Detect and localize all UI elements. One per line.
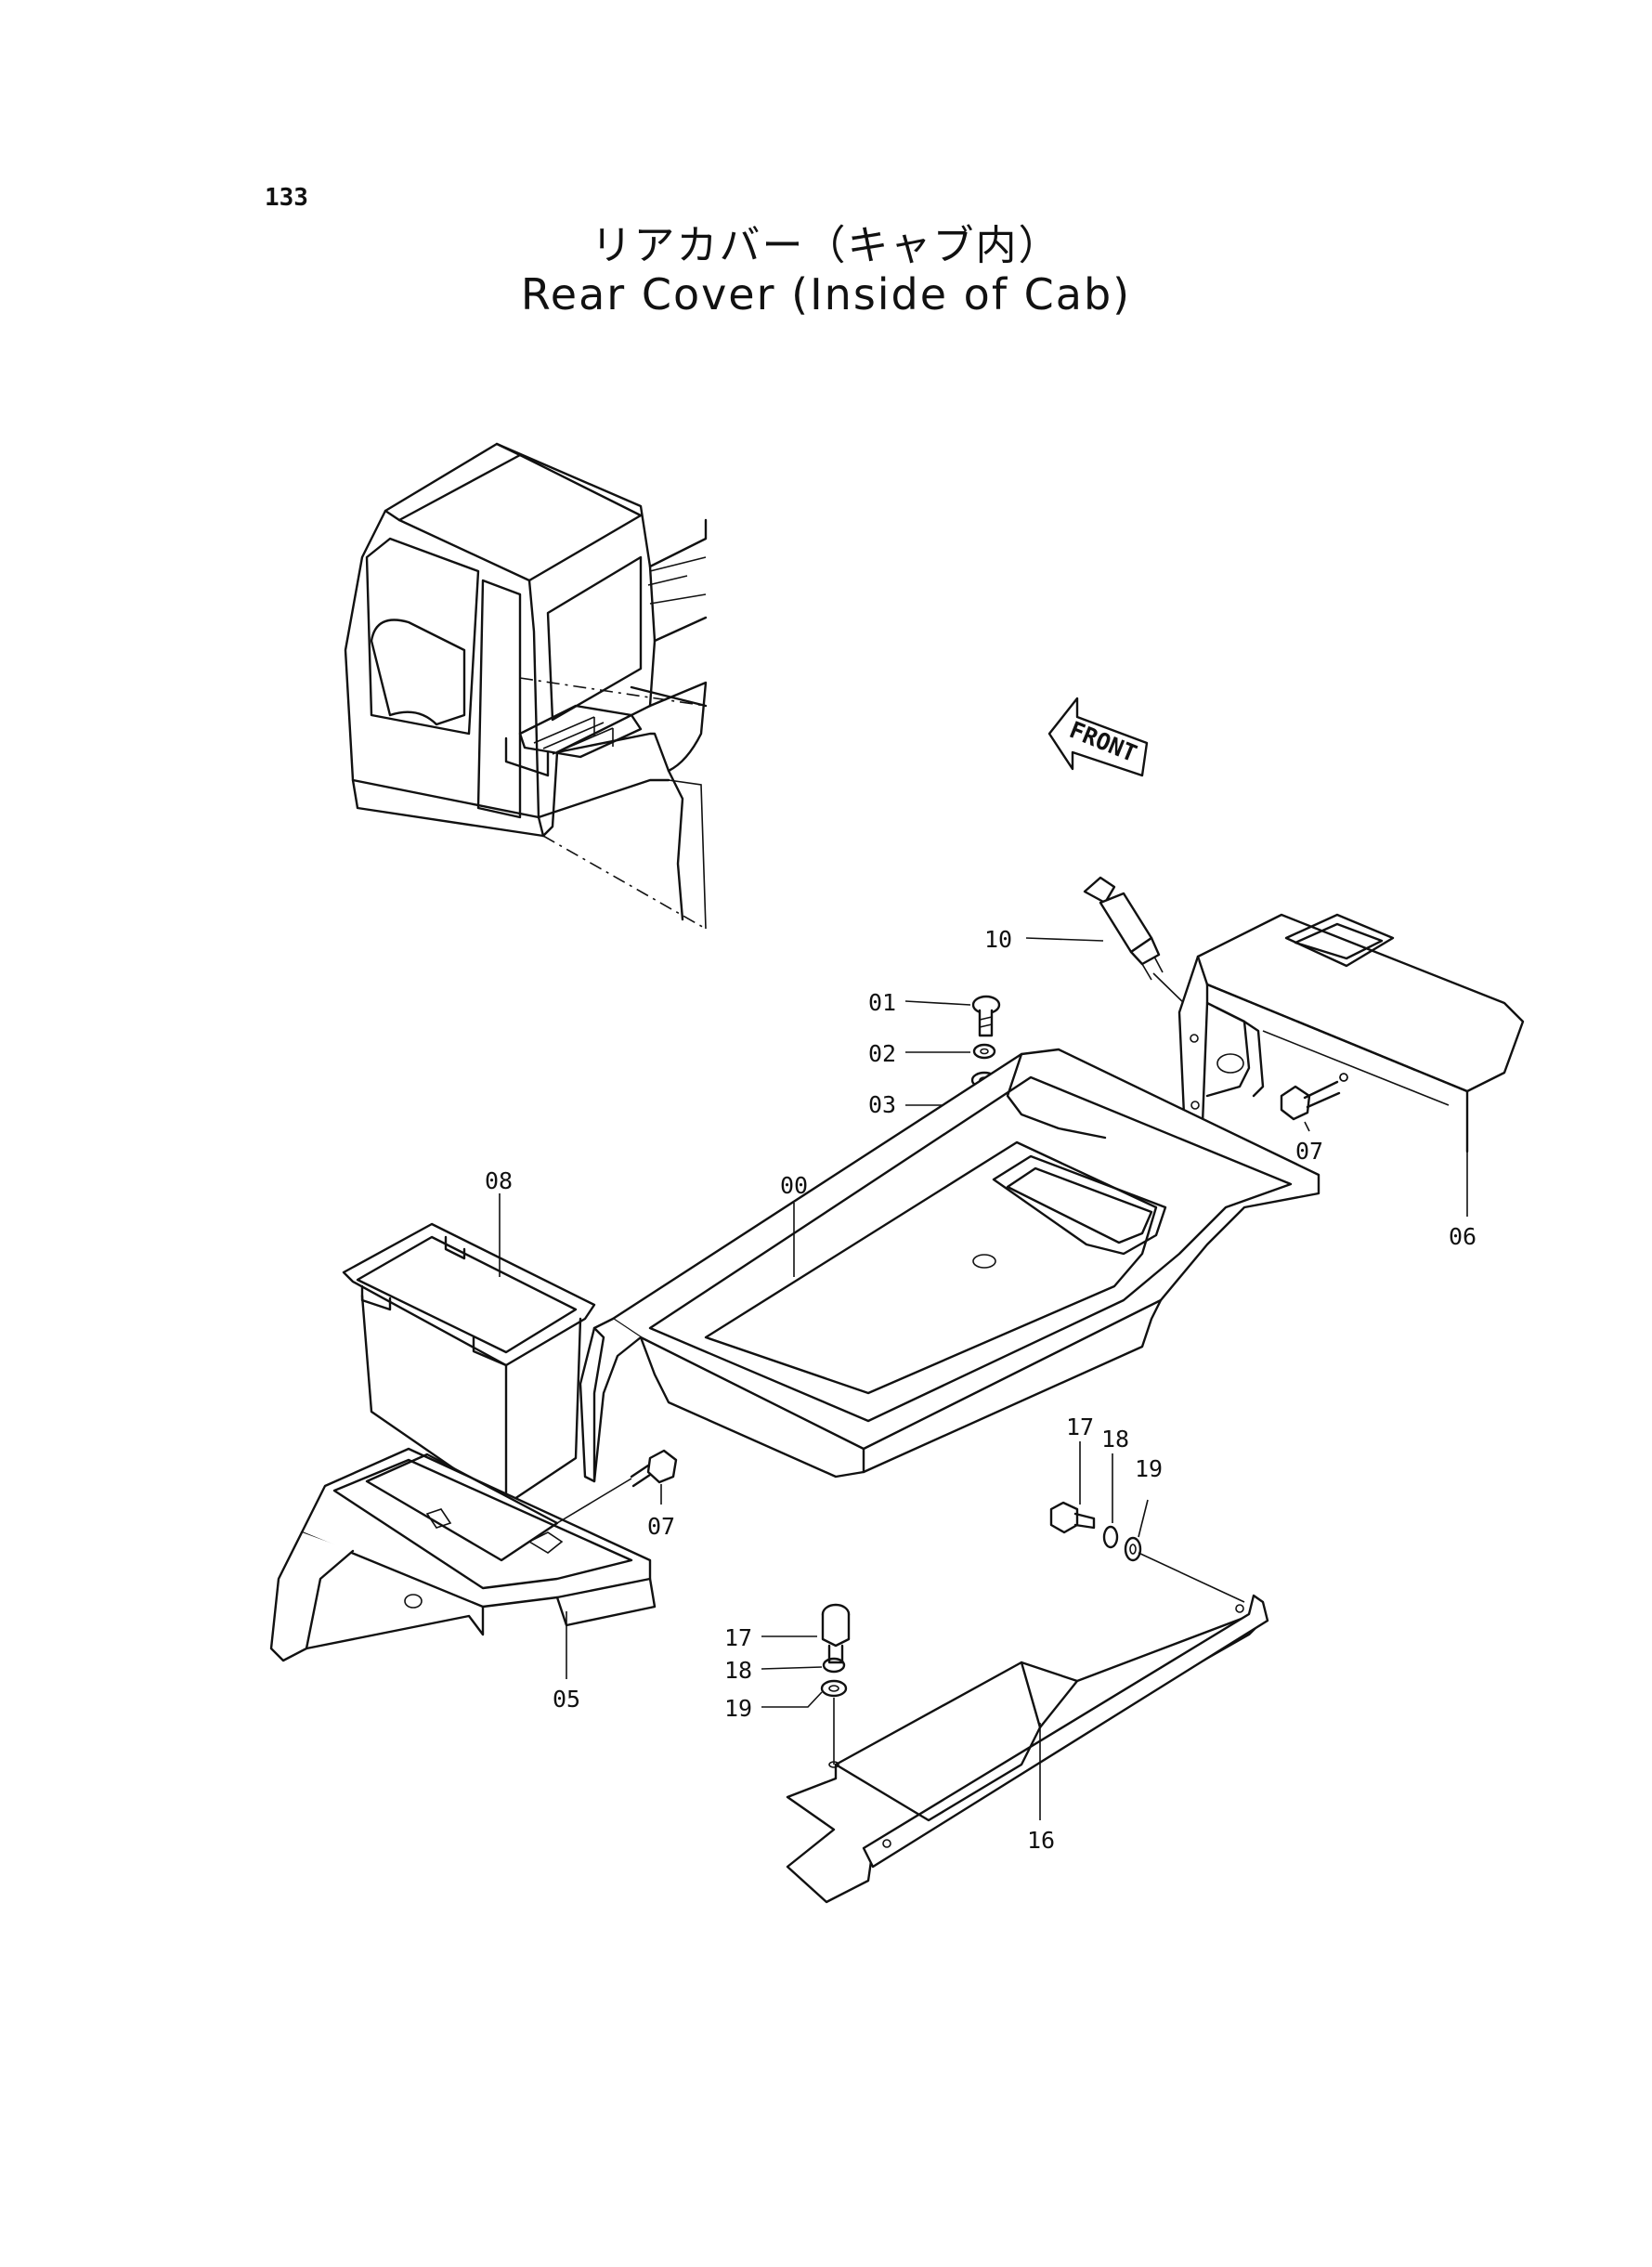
label-02: 02 [868,1040,896,1067]
label-18-right: 18 [1101,1426,1129,1453]
part-10-knob [1083,876,1190,1009]
fasteners-right-group [1049,1501,1245,1603]
part-00-console-tray [579,1048,1320,1483]
label-19-lower: 19 [724,1695,752,1722]
part-07-bolt-left [556,1449,678,1524]
label-07-right: 07 [1295,1138,1323,1165]
part-02-lock-washer [972,1043,996,1060]
label-03: 03 [868,1091,896,1118]
part-01-screw [971,995,1001,1037]
label-00: 00 [780,1172,808,1199]
fasteners-lower-group [820,1603,851,1765]
part-06-right-cover [1177,913,1525,1153]
part-16-lower-plate [786,1594,1269,1904]
part-05-left-cover [269,1447,657,1662]
label-06: 06 [1449,1223,1476,1250]
label-16: 16 [1027,1827,1055,1854]
front-direction-arrow: FRONT [1047,697,1149,777]
label-08: 08 [485,1167,513,1194]
label-19-right: 19 [1135,1455,1163,1482]
label-18-lower: 18 [724,1657,752,1684]
page-title-english: Rear Cover (Inside of Cab) [520,269,1132,319]
page-title-japanese: リアカバー（キャブ内） [591,222,1061,269]
label-10: 10 [984,926,1012,953]
label-05: 05 [553,1686,580,1713]
label-07-left: 07 [647,1513,675,1540]
label-01: 01 [868,989,896,1016]
part-07-bolt-right [1280,1073,1348,1121]
page-number: 133 [265,184,308,212]
label-17-lower: 17 [724,1624,752,1651]
label-17-right: 17 [1066,1414,1094,1440]
cab-overview [344,442,708,930]
